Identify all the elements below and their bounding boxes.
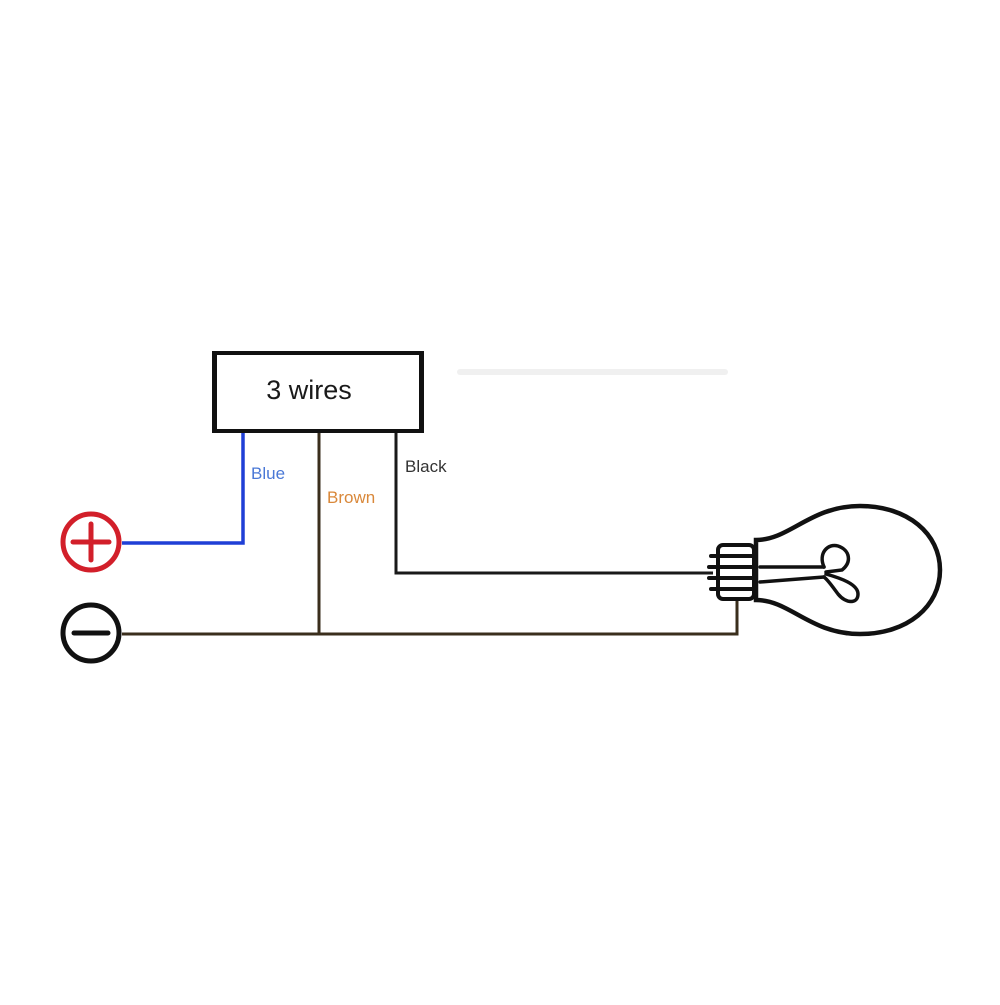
minus-icon [60,602,122,664]
wire-negative-rail [122,598,739,636]
module-label: 3 wires [266,375,352,405]
bulb-filament [758,543,860,604]
wire-label-black: Black [405,457,447,476]
light-bulb-icon [707,503,943,637]
bulb-glass [753,503,943,637]
wire-black [394,432,713,575]
module-box: 3 wires [212,351,424,433]
bulb-base [707,543,762,601]
wire-label-blue: Blue [251,464,285,483]
wire-label-brown: Brown [327,488,375,507]
wire-blue [122,432,245,545]
plus-icon [60,511,122,573]
